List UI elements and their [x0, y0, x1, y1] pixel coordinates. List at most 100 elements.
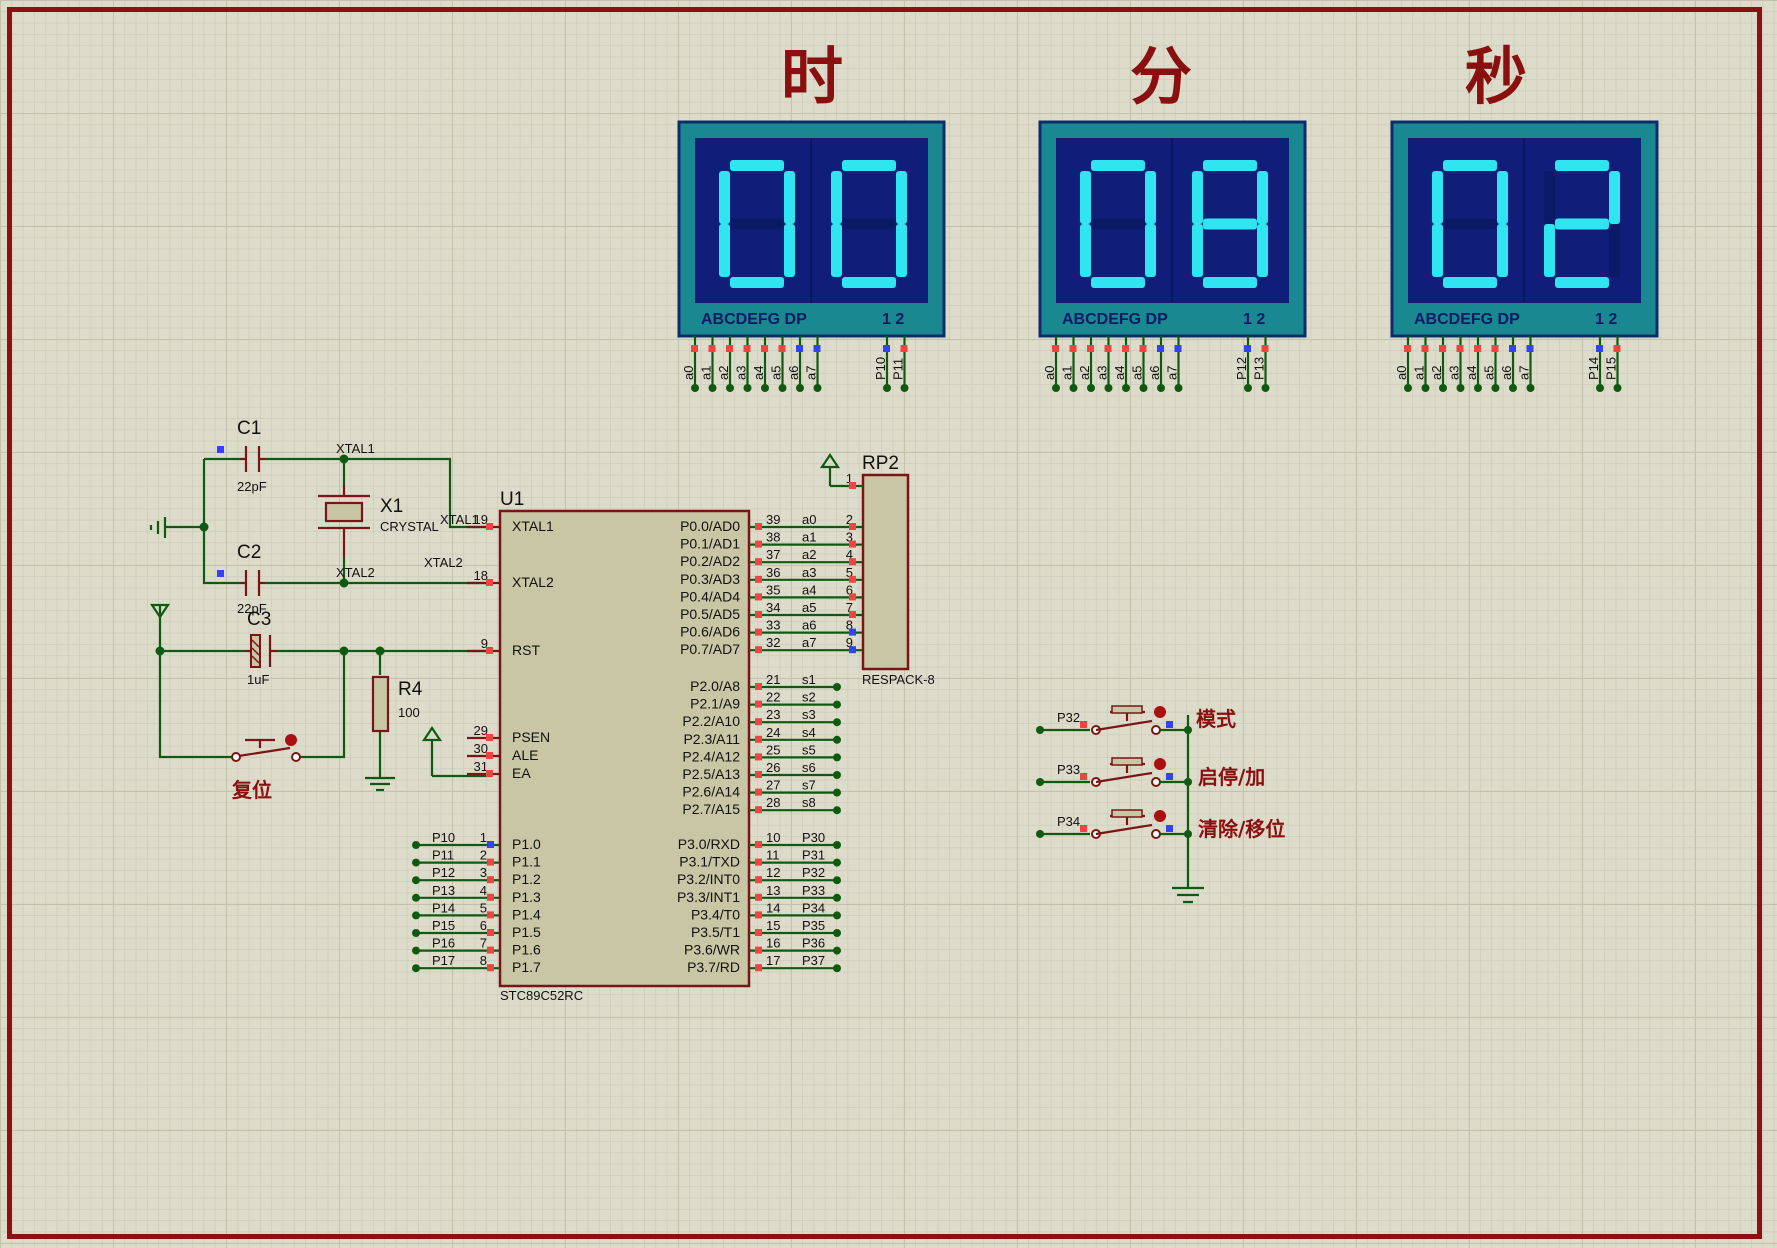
segment-c [896, 224, 907, 277]
segment-g [1443, 218, 1497, 230]
svg-text:2: 2 [480, 848, 487, 863]
mcu-pin-label: P0.6/AD6 [680, 624, 740, 640]
svg-text:36: 36 [766, 565, 780, 580]
c2-value: 22pF [237, 601, 267, 616]
select-pin-label: P13 [1252, 357, 1267, 380]
net-a7: a7 [802, 635, 816, 650]
mcu-pin-label: P3.5/T1 [691, 924, 740, 940]
mcu-pin-label: P2.2/A10 [682, 713, 740, 729]
segment-g [1555, 218, 1609, 230]
mcu-pin-label: P3.0/RXD [678, 836, 740, 852]
svg-text:19: 19 [474, 512, 488, 527]
net-p32: P32 [802, 865, 825, 880]
segment-c [1497, 224, 1508, 277]
segment-label: ABCDEFG DP [701, 311, 807, 328]
digit-1-1 [719, 160, 795, 288]
digit-2-2 [1192, 160, 1268, 288]
digit-3-2 [1544, 160, 1620, 288]
svg-text:25: 25 [766, 742, 780, 757]
digit-3-1 [1432, 160, 1508, 288]
svg-text:12: 12 [766, 865, 780, 880]
svg-text:34: 34 [766, 600, 780, 615]
segment-c [1609, 224, 1620, 277]
svg-text:8: 8 [846, 618, 853, 633]
segment-e [719, 224, 730, 277]
segment-b [1145, 171, 1156, 224]
segment-g [730, 218, 784, 230]
segment-a [1443, 160, 1497, 171]
segment-label: ABCDEFG DP [1062, 311, 1168, 328]
segment-e [1432, 224, 1443, 277]
pin-label: a4 [1464, 366, 1479, 380]
oscillator-circuit[interactable]: C1 22pF C2 22pF X1 CRYSTAL XTAL1 XTAL2 X… [149, 418, 490, 616]
xtal2-net: XTAL2 [336, 565, 375, 580]
mcu-pin-ale: ALE [512, 747, 538, 763]
svg-text:5: 5 [480, 900, 487, 915]
svg-text:31: 31 [474, 759, 488, 774]
mcu-pin-label: P2.7/A15 [682, 801, 740, 817]
button-label-3: 清除/移位 [1198, 817, 1285, 841]
mcu-pin-label: P1.0 [512, 836, 541, 852]
svg-text:38: 38 [766, 530, 780, 545]
mcu-pin-xtal2: XTAL2 [512, 574, 554, 590]
mcu-pin-ea: EA [512, 765, 531, 781]
svg-text:7: 7 [480, 936, 487, 951]
net-p36: P36 [802, 936, 825, 951]
select-pin-label: P10 [873, 357, 888, 380]
reset-circuit[interactable]: C3 1uF R4 100 复位 [149, 603, 490, 802]
svg-text:14: 14 [766, 900, 780, 915]
net-p15: P15 [432, 918, 455, 933]
segment-c [1145, 224, 1156, 277]
mcu-pin-label: P2.0/A8 [690, 678, 740, 694]
c3-value: 1uF [247, 672, 269, 687]
mcu-pin-label: P1.7 [512, 959, 541, 975]
segment-a [842, 160, 896, 171]
segment-b [896, 171, 907, 224]
segment-d [1203, 277, 1257, 288]
segment-f [1544, 171, 1555, 224]
svg-text:5: 5 [846, 565, 853, 580]
mcu-pin-label: P0.3/AD3 [680, 571, 740, 587]
svg-text:26: 26 [766, 760, 780, 775]
net-p14: P14 [432, 900, 455, 915]
r4-ref: R4 [398, 679, 423, 700]
pin-label: a2 [716, 366, 731, 380]
button-net-p32: P32 [1057, 710, 1080, 725]
segment-c [1257, 224, 1268, 277]
net-p33: P33 [802, 883, 825, 898]
x1-value: CRYSTAL [380, 519, 439, 534]
svg-text:18: 18 [474, 568, 488, 583]
svg-text:21: 21 [766, 672, 780, 687]
segment-g [842, 218, 896, 230]
pin-label: a7 [804, 366, 819, 380]
pin-label: a1 [1060, 366, 1075, 380]
pin-label: a0 [1042, 366, 1057, 380]
pin-label: a5 [1482, 366, 1497, 380]
svg-text:32: 32 [766, 635, 780, 650]
select-pin-label: P14 [1586, 357, 1601, 380]
mcu-pin-label: P0.5/AD5 [680, 606, 740, 622]
heading-second: 秒 [1465, 40, 1527, 113]
svg-text:13: 13 [766, 883, 780, 898]
net-p30: P30 [802, 830, 825, 845]
svg-text:3: 3 [846, 530, 853, 545]
select-pin-label: P11 [891, 358, 906, 380]
segment-d [1091, 277, 1145, 288]
segment-f [1432, 171, 1443, 224]
svg-text:8: 8 [480, 953, 487, 968]
segment-d [730, 277, 784, 288]
svg-text:28: 28 [766, 795, 780, 810]
net-p35: P35 [802, 918, 825, 933]
net-p17: P17 [432, 953, 455, 968]
digit-2-1 [1080, 160, 1156, 288]
svg-text:10: 10 [766, 830, 780, 845]
mcu-pin-label: P0.0/AD0 [680, 518, 740, 534]
mcu-pin-label: P2.1/A9 [690, 696, 740, 712]
